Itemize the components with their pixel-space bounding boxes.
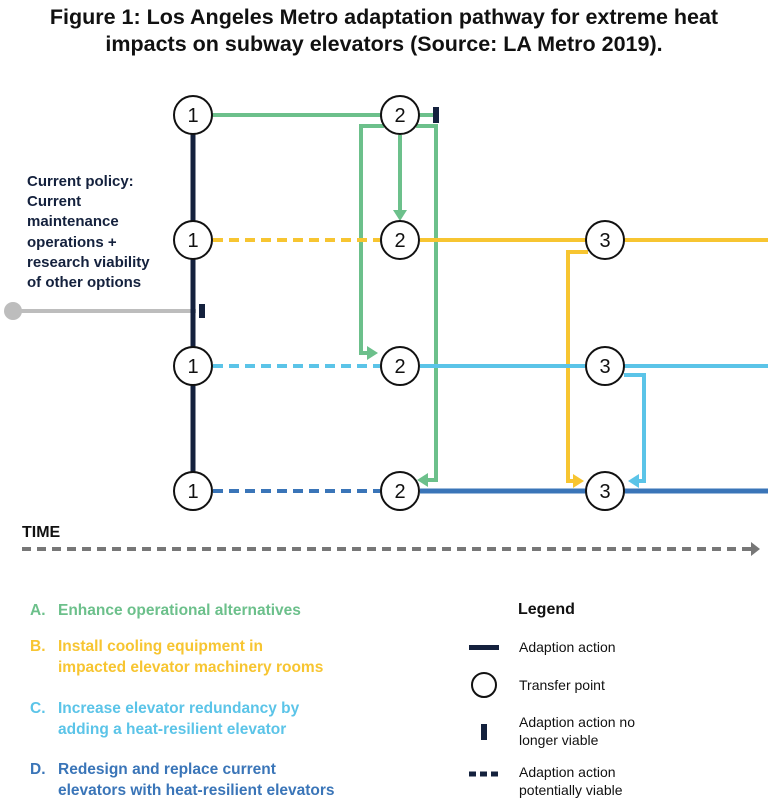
transfer-point-a2: 2 — [380, 95, 420, 135]
pathway-a-to-c-arrowhead — [367, 346, 378, 360]
option-b-line-1: Install cooling equipment in — [58, 638, 263, 655]
svg-text:2: 2 — [394, 105, 405, 127]
legend-label-no-longer-viable: Adaption action no longer viable — [519, 713, 635, 749]
legend-label-potentially-viable: Adaption action potentially viable — [519, 763, 623, 799]
transfer-point-c3: 3 — [585, 346, 625, 386]
svg-text:1: 1 — [187, 230, 198, 252]
current-policy-line-1: Current policy: — [27, 173, 134, 190]
transfer-point-d3: 3 — [585, 471, 625, 511]
option-d-line-2: elevators with heat-resilient elevators — [58, 782, 335, 799]
svg-text:3: 3 — [599, 230, 610, 252]
option-c-letter: C. — [30, 700, 46, 717]
transfer-point-d1: 1 — [173, 471, 213, 511]
legend-label-transfer-point: Transfer point — [519, 676, 605, 694]
svg-text:2: 2 — [394, 481, 405, 503]
current-policy-label: Current policy: Current maintenance oper… — [27, 172, 187, 293]
current-policy-line-4: operations + — [27, 233, 117, 251]
legend-label-no-longer-viable-line-1: Adaption action no — [519, 714, 635, 730]
svg-text:2: 2 — [394, 356, 405, 378]
current-policy-line-6: of other options — [27, 274, 142, 292]
transfer-point-b1: 1 — [173, 220, 213, 260]
transfer-point-b3: 3 — [585, 220, 625, 260]
svg-text:1: 1 — [187, 356, 198, 378]
svg-text:1: 1 — [187, 105, 198, 127]
pathway-a-to-d-connector — [416, 124, 438, 482]
current-policy-line-3: maintenance — [27, 213, 119, 231]
svg-text:3: 3 — [599, 356, 610, 378]
legend-title: Legend — [518, 601, 575, 618]
pathway-c-to-d-connector — [624, 373, 646, 483]
transfer-point-icon — [471, 672, 497, 698]
legend-label-transfer-point-line-1: Transfer point — [519, 677, 605, 693]
current-policy-line-5: research viability — [27, 253, 150, 271]
svg-text:3: 3 — [599, 481, 610, 503]
current-policy-line-2: Current — [27, 193, 82, 211]
current-policy-stop-marker — [199, 304, 205, 318]
legend-label-potentially-viable-line-1: Adaption action — [519, 764, 616, 780]
time-axis-arrowhead — [751, 542, 760, 556]
pathway-a-to-b-arrowhead — [393, 210, 407, 221]
transfer-point-c1: 1 — [173, 346, 213, 386]
adaptation-action-icon — [469, 645, 499, 650]
option-a-letter: A. — [30, 602, 46, 619]
pathway-a-stop-marker — [433, 107, 439, 123]
svg-text:1: 1 — [187, 481, 198, 503]
svg-text:2: 2 — [394, 230, 405, 252]
pathway-c-to-d-arrowhead — [628, 474, 639, 488]
figure-title: Figure 1: Los Angeles Metro adaptation p… — [0, 4, 768, 58]
option-b-line-2: impacted elevator machinery rooms — [58, 659, 324, 676]
current-policy-start-dot — [4, 302, 22, 320]
option-c-line-1: Increase elevator redundancy by — [58, 700, 300, 717]
pathway-a-to-d-arrowhead — [417, 473, 428, 487]
legend-label-no-longer-viable-line-2: longer viable — [519, 732, 599, 748]
transfer-point-b2: 2 — [380, 220, 420, 260]
option-b-letter: B. — [30, 638, 46, 655]
no-longer-viable-icon — [481, 724, 487, 740]
option-a-line-1: Enhance operational alternatives — [58, 602, 301, 619]
transfer-point-c2: 2 — [380, 346, 420, 386]
transfer-point-a1: 1 — [173, 95, 213, 135]
time-axis-label: TIME — [22, 524, 61, 541]
transfer-point-d2: 2 — [380, 471, 420, 511]
option-d-line-1: Redesign and replace current — [58, 761, 276, 778]
figure-title-line-1: Figure 1: Los Angeles Metro adaptation p… — [49, 5, 719, 29]
option-d-letter: D. — [30, 761, 46, 778]
legend-label-adaptation-action-line-1: Adaption action — [519, 639, 616, 655]
legend-label-adaptation-action: Adaption action — [519, 638, 616, 656]
pathway-b-to-d-arrowhead — [573, 474, 584, 488]
figure-title-line-2: impacts on subway elevators (Source: LA … — [105, 32, 663, 56]
option-c-line-2: adding a heat-resilient elevator — [58, 721, 287, 738]
legend-label-potentially-viable-line-2: potentially viable — [519, 782, 623, 798]
